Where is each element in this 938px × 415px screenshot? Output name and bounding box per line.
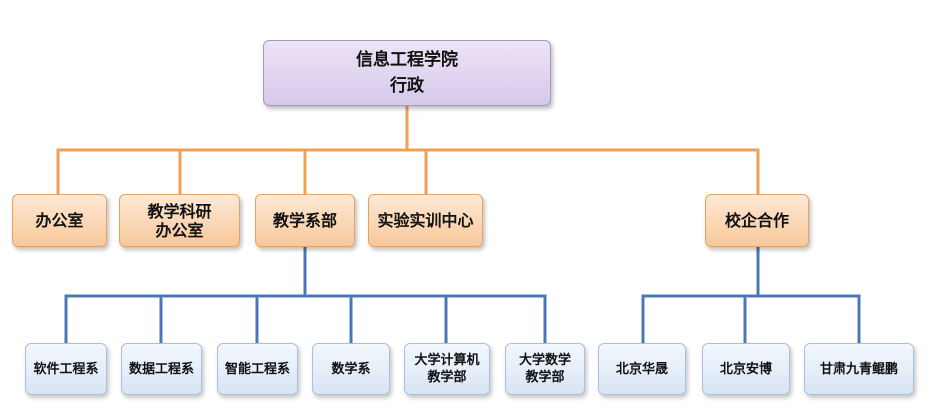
root-title-line2: 行政 — [390, 76, 424, 96]
node-lab-training-center-label: 实验实训中心 — [377, 211, 474, 230]
node-intelligent-engineering: 智能工程系 — [217, 343, 298, 395]
node-college-mathematics: 大学数学 教学部 — [505, 343, 585, 395]
node-school-enterprise-cooperation: 校企合作 — [705, 194, 809, 247]
node-data-engineering-label: 数据工程系 — [128, 361, 194, 377]
node-college-computing: 大学计算机 教学部 — [404, 343, 490, 395]
node-software-engineering-label: 软件工程系 — [33, 361, 99, 377]
node-teaching-departments: 教学系部 — [255, 194, 355, 247]
node-gansu-jiuqing-kunpeng-label: 甘肃九青鲲鹏 — [819, 361, 898, 377]
node-mathematics: 数学系 — [312, 343, 390, 395]
node-college-computing-label-1: 大学计算机 — [414, 353, 480, 368]
node-gansu-jiuqing-kunpeng: 甘肃九青鲲鹏 — [804, 343, 914, 395]
node-college-mathematics-label-1: 大学数学 — [518, 353, 571, 368]
node-college-mathematics-label-2: 教学部 — [525, 370, 565, 385]
node-office: 办公室 — [12, 194, 107, 247]
root-title-line1: 信息工程学院 — [356, 50, 458, 70]
node-software-engineering: 软件工程系 — [25, 343, 107, 395]
node-teaching-research-label-2: 办公室 — [155, 220, 204, 240]
node-school-enterprise-cooperation-label: 校企合作 — [724, 211, 789, 230]
node-data-engineering: 数据工程系 — [121, 343, 202, 395]
node-college-computing-label-2: 教学部 — [427, 370, 467, 385]
node-beijing-huasheng: 北京华晟 — [598, 343, 686, 395]
node-beijing-anbo: 北京安博 — [702, 343, 790, 395]
node-teaching-research-office: 教学科研 办公室 — [119, 194, 240, 247]
node-teaching-departments-label: 教学系部 — [272, 211, 337, 230]
node-office-label: 办公室 — [35, 211, 84, 230]
node-intelligent-engineering-label: 智能工程系 — [224, 361, 290, 377]
node-mathematics-label: 数学系 — [331, 361, 371, 377]
node-lab-training-center: 实验实训中心 — [368, 194, 483, 247]
node-root-admin: 信息工程学院 行政 — [263, 40, 551, 106]
node-beijing-huasheng-label: 北京华晟 — [615, 361, 668, 377]
node-teaching-research-label-1: 教学科研 — [147, 201, 212, 221]
node-beijing-anbo-label: 北京安博 — [719, 361, 772, 377]
